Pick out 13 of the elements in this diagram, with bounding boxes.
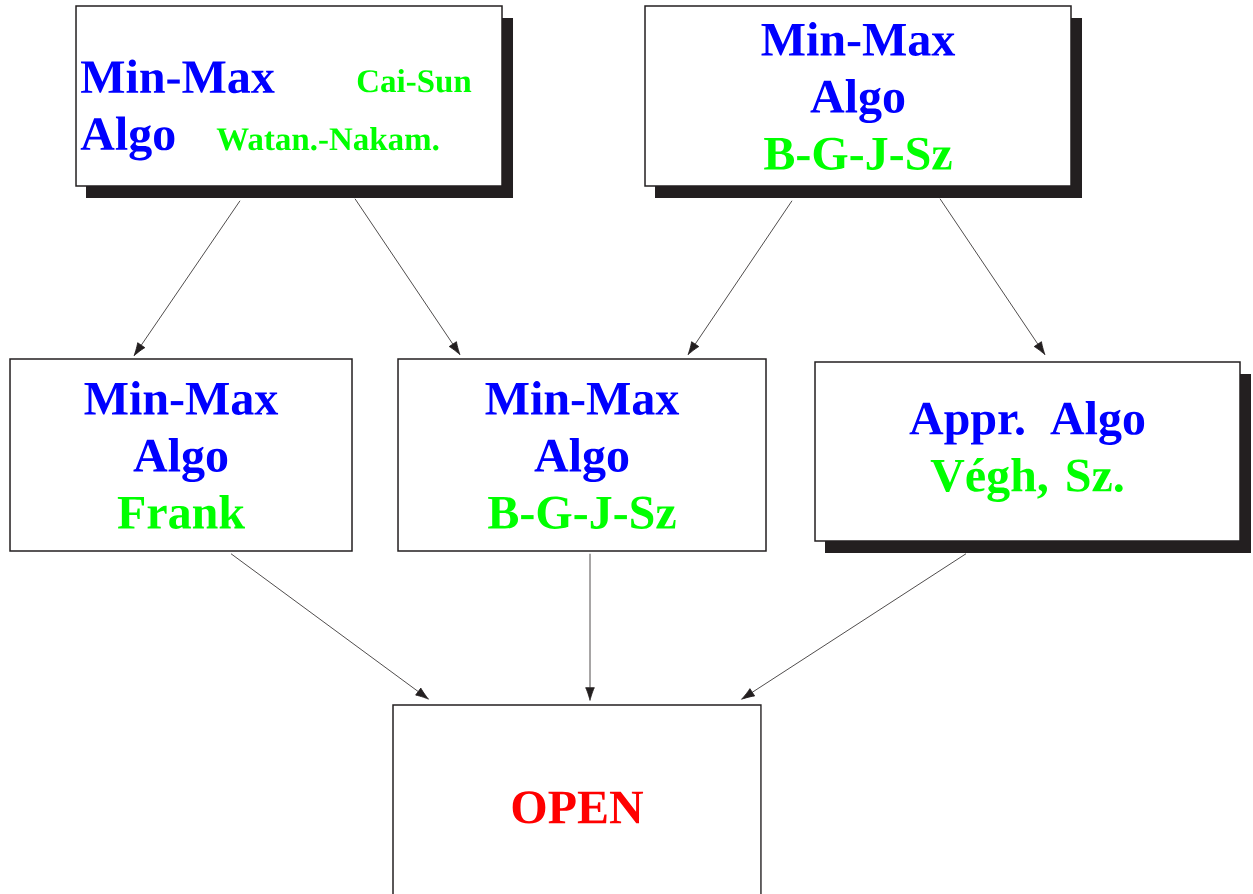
arrow xyxy=(133,200,241,357)
box: OPEN xyxy=(392,704,762,894)
arrow xyxy=(230,553,429,700)
arrow xyxy=(354,198,461,356)
box: Min-Max Algo B-G-J-Sz xyxy=(644,5,1082,198)
arrow xyxy=(687,200,793,356)
box: Min-Max Algo B-G-J-Sz xyxy=(397,358,767,552)
arrow xyxy=(585,553,595,701)
box: Min-Max Algo Frank xyxy=(9,358,353,552)
box: Appr. Algo Végh, Sz. xyxy=(814,361,1251,553)
arrow xyxy=(741,553,967,700)
box: Min-Max Algo Cai-Sun Watan.-Nakam. xyxy=(75,5,513,198)
arrow xyxy=(939,198,1046,356)
